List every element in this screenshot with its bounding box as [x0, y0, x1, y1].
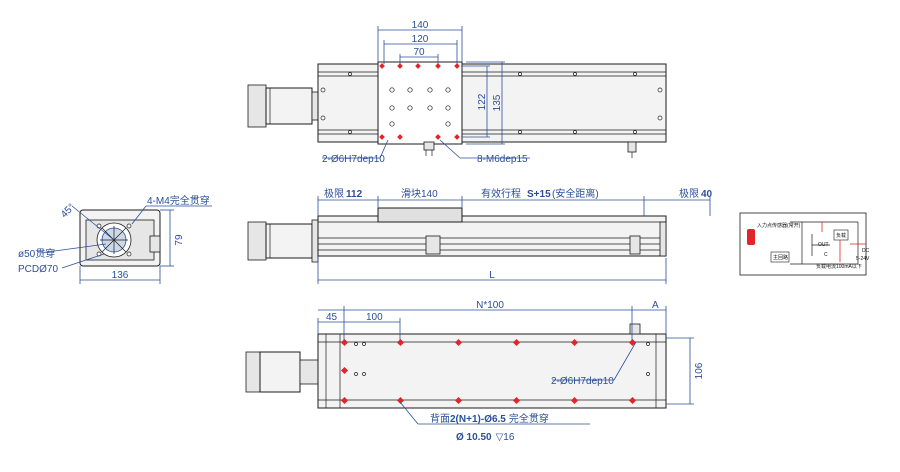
note-back-prefix: 背面	[430, 412, 450, 425]
note-top-thread: 8-M6dep15	[477, 154, 528, 165]
circuit-voltage: 5-24V	[856, 256, 870, 262]
motor-flange	[265, 87, 313, 125]
bottom-view: N*100 A 45 100 106 2-Ø6H7dep10 背面2(N+1)-…	[245, 300, 705, 443]
dim-106: 106	[694, 362, 705, 379]
dim-100: 100	[366, 312, 383, 323]
note-cbore: Ø 10.50 ▽16	[456, 432, 515, 443]
sensor-circuit: 入力点传感器(常开) 主回路 负载 OUT DC 5-24V 负载电流100mA…	[739, 212, 870, 276]
rail-body	[317, 63, 667, 143]
note-pcd: PCDØ70	[18, 264, 58, 275]
dim-70: 70	[413, 47, 425, 58]
note-cbore-bold: Ø 10.50	[456, 432, 492, 443]
label-safety: (安全距离)	[552, 187, 599, 200]
sensor-led	[747, 229, 755, 245]
circuit-dc: DC	[862, 248, 870, 254]
dim-135: 135	[492, 94, 503, 111]
dim-79: 79	[174, 234, 185, 246]
note-cbore-rest: ▽16	[496, 432, 515, 443]
circuit-sensor: 入力点传感器(常开)	[757, 222, 801, 229]
value-stroke: S+15	[527, 189, 551, 200]
side-slider	[377, 207, 463, 223]
note-bottom-pin: 2-Ø6H7dep10	[551, 376, 614, 387]
note-back-suffix: 完全贯穿	[509, 412, 549, 425]
label-limit-left: 极限	[324, 187, 344, 200]
circuit-c: C	[824, 252, 828, 258]
label-stroke: 有效行程	[481, 187, 521, 200]
top-view: 140 120 70 122 135 2-Ø6H7dep10 8-M6dep15	[247, 20, 667, 165]
note-back-bold: 2(N+1)	[450, 414, 481, 425]
bottom-rail	[317, 333, 667, 409]
motor-body	[247, 84, 267, 128]
dim-L: L	[489, 270, 495, 281]
angle-45: 45°	[59, 202, 77, 220]
dim-A: A	[652, 300, 659, 311]
note-top-pin: 2-Ø6H7dep10	[322, 154, 385, 165]
note-m4: 4-M4完全贯穿	[147, 194, 210, 207]
dim-122: 122	[477, 93, 488, 110]
circuit-main: 主回路	[773, 254, 788, 261]
end-view: 45° 4-M4完全贯穿 ø50贯穿 PCDØ70 79 136	[18, 194, 212, 284]
dim-45: 45	[326, 312, 338, 323]
dim-n100: N*100	[476, 300, 504, 311]
label-slider: 滑块140	[401, 188, 438, 200]
circuit-frame	[739, 212, 867, 276]
bottom-motor	[245, 351, 261, 393]
circuit-out: OUT	[818, 242, 829, 248]
circuit-current: 负载电流100mA以下	[816, 263, 862, 270]
slider-plate	[377, 61, 463, 145]
circuit-load: 负载	[836, 232, 846, 239]
value-limit-left: 112	[346, 189, 363, 200]
note-phi50: ø50贯穿	[18, 247, 55, 260]
value-limit-right: 40	[701, 189, 713, 200]
side-view: 极限 112 滑块140 有效行程 S+15 (安全距离) 极限 40 L	[247, 187, 713, 284]
dim-140: 140	[412, 20, 429, 31]
side-rail	[317, 215, 667, 257]
side-motor	[247, 221, 267, 261]
label-limit-right: 极限	[679, 187, 699, 200]
dim-136: 136	[112, 270, 129, 281]
note-back-phi: -Ø6.5	[481, 414, 506, 425]
dim-120: 120	[412, 34, 429, 45]
